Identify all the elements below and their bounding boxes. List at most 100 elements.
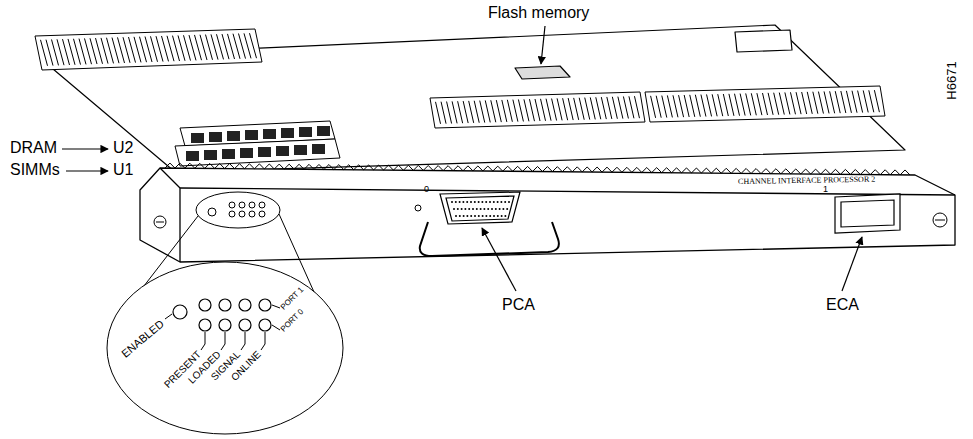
connector-pin — [499, 208, 501, 210]
edge-connector — [774, 93, 779, 115]
edge-connector — [463, 101, 468, 123]
edge-connector — [173, 36, 180, 61]
edge-connector — [129, 37, 136, 63]
port-label: PORT 1 — [279, 286, 306, 313]
edge-connector — [746, 93, 751, 115]
connector-pin — [508, 201, 510, 203]
edge-connector — [189, 35, 196, 60]
edge-connector — [524, 99, 529, 121]
simm-chip — [281, 128, 294, 138]
edge-connector — [684, 95, 689, 117]
edge-connector — [244, 33, 251, 58]
connector-pin — [497, 201, 499, 203]
circuit-board — [40, 25, 905, 172]
leader-line — [201, 332, 205, 350]
pca-connector — [440, 192, 520, 224]
connector-pin — [480, 208, 482, 210]
figure-number: H6671 — [945, 61, 960, 99]
edge-connector — [718, 94, 723, 116]
edge-connector — [695, 95, 700, 117]
edge-connector — [574, 98, 579, 120]
simm-chip — [276, 146, 289, 156]
faceplate-led — [229, 202, 235, 208]
simm-chip — [240, 148, 253, 158]
connector-pin — [470, 215, 472, 217]
circuit-board — [515, 66, 570, 79]
edge-connector — [596, 97, 601, 119]
edge-connector — [233, 34, 240, 59]
connector-pin — [489, 201, 491, 203]
edge-connector — [107, 38, 114, 64]
edge-connector — [546, 99, 551, 121]
edge-connector — [507, 100, 512, 122]
edge-connector — [645, 86, 885, 122]
connector-pin — [483, 208, 485, 210]
port-number: 1 — [823, 184, 828, 194]
faceplate-led — [415, 205, 421, 211]
edge-connector — [57, 39, 64, 65]
edge-connector — [436, 102, 441, 124]
zoom-led — [199, 299, 211, 311]
faceplate — [180, 188, 955, 195]
simm-chip — [191, 133, 204, 143]
edge-connector — [601, 97, 606, 119]
edge-connector — [68, 39, 75, 65]
edge-connector — [167, 36, 174, 61]
port-label: PORT 0 — [279, 308, 306, 335]
emi-gasket — [165, 163, 910, 175]
connector-pin — [493, 215, 495, 217]
slot-label: U2 — [113, 139, 133, 157]
simm-chip — [222, 149, 235, 159]
edge-connector — [162, 36, 169, 61]
edge-connector — [779, 93, 784, 115]
leader-line — [165, 314, 172, 319]
edge-connector — [768, 93, 773, 115]
connector-pin — [451, 201, 510, 217]
edge-connector — [491, 100, 496, 122]
zoom-led — [259, 299, 271, 311]
edge-connector — [629, 96, 634, 118]
connector-pin — [463, 215, 465, 217]
dram-simm — [175, 139, 340, 166]
thumbscrew — [933, 213, 947, 227]
edge-connector — [563, 98, 568, 120]
part-label: SIMMs — [10, 161, 60, 179]
connector-pin — [506, 208, 508, 210]
faceplate-led — [249, 211, 255, 217]
edge-connector — [41, 40, 48, 66]
connector-pin — [474, 215, 476, 217]
edge-connector — [835, 91, 840, 113]
part-label: ECA — [826, 296, 859, 314]
edge-connector — [184, 35, 191, 60]
connector-pin — [461, 208, 463, 210]
edge-connector — [480, 101, 485, 123]
edge-connector — [430, 92, 645, 128]
edge-connector — [35, 29, 885, 128]
edge-connector — [802, 92, 807, 114]
part-label: PCA — [502, 296, 535, 314]
connector-pin — [459, 201, 461, 203]
edge-connector — [239, 34, 246, 59]
connector-pin — [485, 201, 487, 203]
edge-connector — [447, 102, 452, 124]
connector-pin — [455, 215, 457, 217]
faceplate-led — [208, 208, 216, 216]
pointer-arrow — [62, 148, 108, 149]
pointer-arrow — [66, 170, 108, 171]
edge-connector — [541, 99, 546, 121]
edge-connector — [101, 38, 108, 64]
port-number: 0 — [424, 184, 429, 194]
edge-connector — [485, 100, 490, 122]
faceplate-led — [259, 202, 265, 208]
edge-connector — [469, 101, 474, 123]
edge-connector — [723, 94, 728, 116]
edge-connector — [63, 39, 70, 65]
edge-connector — [557, 98, 562, 120]
connector-pin — [491, 208, 493, 210]
edge-connector — [874, 90, 879, 112]
zoom-led — [199, 319, 211, 331]
leader-line — [241, 332, 245, 350]
connector-pin — [455, 201, 457, 203]
edge-connector — [846, 91, 851, 113]
